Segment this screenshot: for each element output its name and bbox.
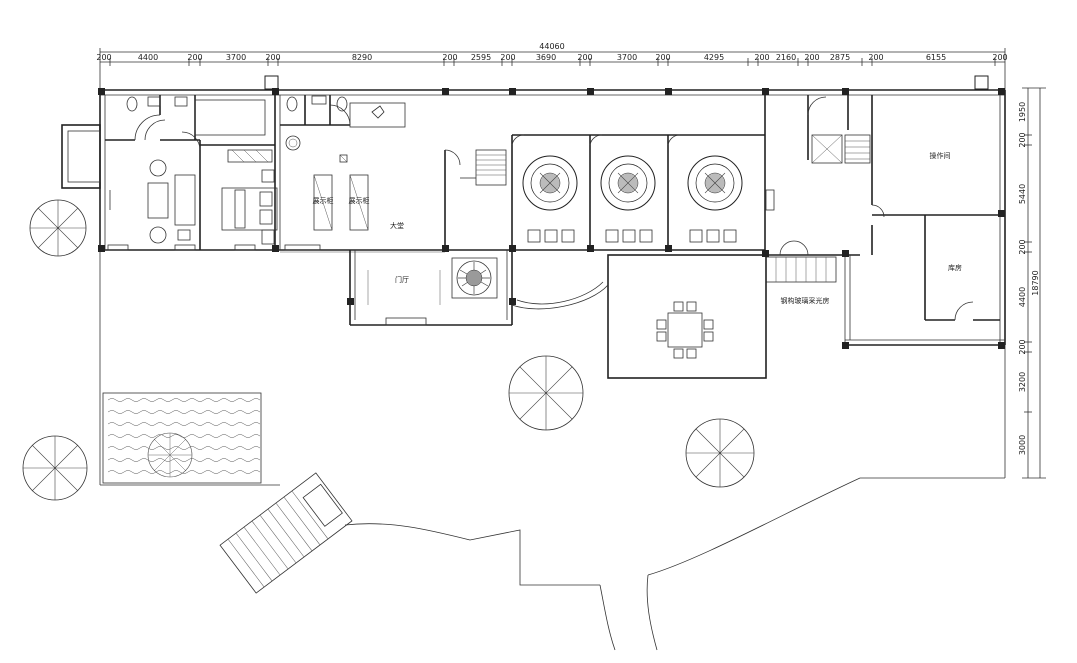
round-table-2 [600, 155, 656, 211]
service-area: 操作间 库房 钢构玻璃采光房 [765, 95, 1000, 345]
round-table-3 [687, 155, 743, 211]
top-dim-14: 4295 [704, 53, 724, 62]
hall-area: 展示柜 展示柜 大堂 [280, 95, 445, 253]
label-outdoor-dining: 钢构玻璃采光房 [781, 296, 830, 305]
top-dim-15: 200 [754, 53, 769, 62]
label-display-left: 展示柜 [313, 196, 334, 205]
right-dimension-chain: 1950 200 5440 200 4400 200 3200 3000 187… [1018, 87, 1046, 479]
top-dim-6: 8290 [352, 53, 372, 62]
top-dim-17: 200 [804, 53, 819, 62]
label-hall: 大堂 [390, 221, 404, 230]
tree-icon [685, 418, 755, 488]
shrub-icon [147, 432, 193, 478]
bedroom-suite [105, 90, 281, 251]
terrace-outline [99, 250, 1006, 586]
right-dim-8: 3000 [1018, 435, 1027, 455]
top-dim-4: 3700 [226, 53, 246, 62]
tree-icon [508, 355, 584, 431]
right-dim-5: 4400 [1018, 287, 1027, 307]
top-dim-9: 200 [500, 53, 515, 62]
right-total: 18790 [1031, 270, 1040, 295]
glass-dining-room [511, 254, 767, 379]
tree-icon [29, 199, 87, 257]
pool [102, 392, 262, 484]
right-dim-2: 200 [1018, 132, 1027, 147]
planter-icon [456, 260, 492, 296]
column-markers [98, 75, 1005, 349]
top-dim-1: 200 [96, 53, 111, 62]
label-display-right: 展示柜 [349, 196, 370, 205]
right-dim-1: 1950 [1018, 102, 1027, 122]
top-dim-19: 200 [868, 53, 883, 62]
top-dim-7: 200 [442, 53, 457, 62]
foyer: 门厅 [349, 250, 513, 326]
top-dim-20: 6155 [926, 53, 946, 62]
right-dim-7: 3200 [1018, 372, 1027, 392]
top-dim-8: 2595 [471, 53, 491, 62]
label-foyer: 门厅 [395, 275, 409, 284]
top-dim-2: 4400 [138, 53, 158, 62]
right-dim-4: 200 [1018, 239, 1027, 254]
label-operation-room: 操作间 [930, 151, 951, 160]
left-balcony [61, 124, 101, 189]
top-dim-13: 200 [655, 53, 670, 62]
right-dim-6: 200 [1018, 339, 1027, 354]
label-storage: 库房 [948, 263, 962, 272]
stair-area [444, 135, 513, 250]
top-dim-5: 200 [265, 53, 280, 62]
tree-icon [22, 435, 88, 501]
top-dim-10: 3690 [536, 53, 556, 62]
top-dim-16: 2160 [776, 53, 796, 62]
private-dining-rooms [511, 95, 775, 255]
top-dim-21: 200 [992, 53, 1007, 62]
round-table-1 [522, 155, 578, 211]
top-dim-12: 3700 [617, 53, 637, 62]
right-dim-3: 5440 [1018, 184, 1027, 204]
wooden-ramp [219, 472, 353, 594]
top-dimension-chain: 44060 200 4400 200 3700 200 8290 200 259… [96, 42, 1008, 90]
building-outline [99, 89, 1006, 346]
top-dim-3: 200 [187, 53, 202, 62]
overall-dimension: 44060 [539, 42, 564, 51]
top-dim-18: 2875 [830, 53, 850, 62]
top-dim-11: 200 [577, 53, 592, 62]
